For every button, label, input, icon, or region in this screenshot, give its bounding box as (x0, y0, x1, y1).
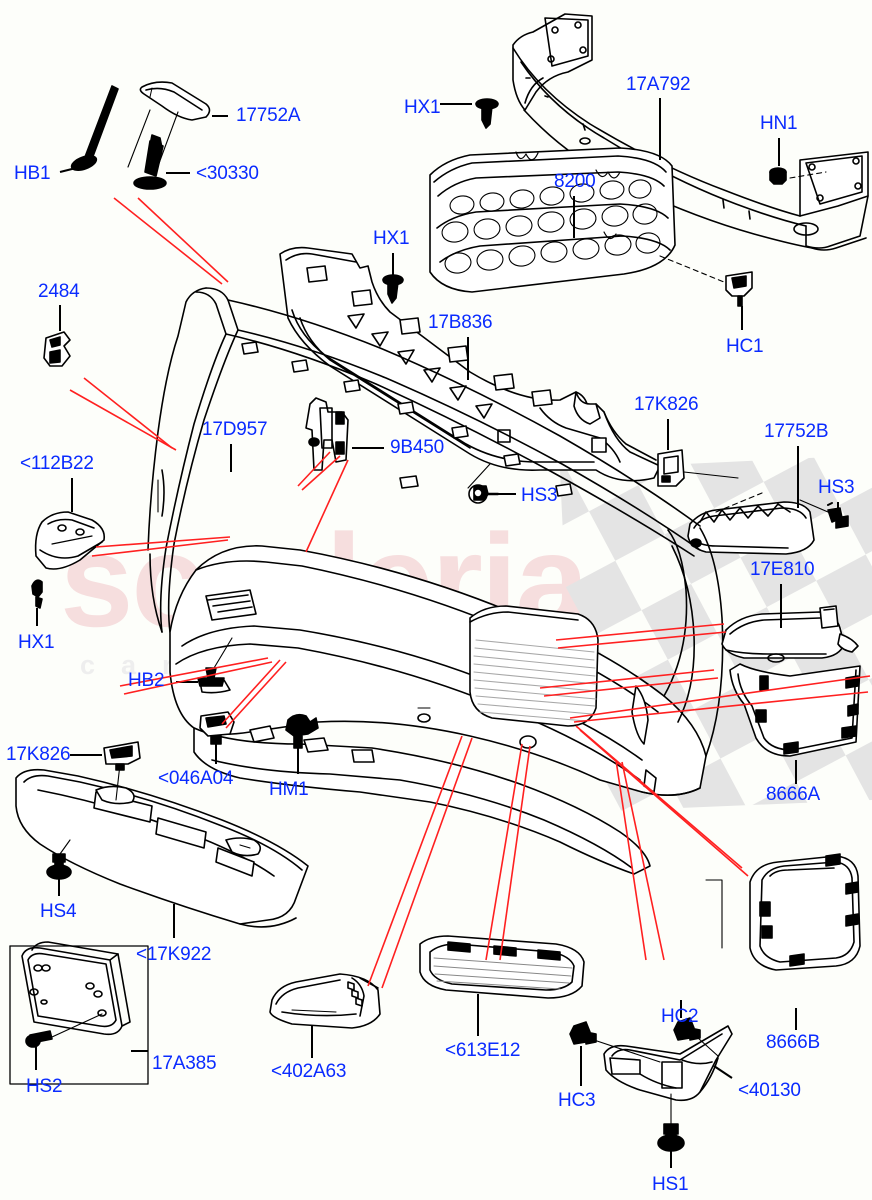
part-hs3-screw-left (468, 484, 500, 504)
label-17d957[interactable]: 17D957 (202, 419, 268, 440)
part-17d957-bumper-cover (147, 287, 724, 875)
part-hn1-nut (769, 167, 787, 185)
part-112b22-trim (34, 511, 106, 570)
label-17k922[interactable]: <17K922 (136, 944, 212, 965)
label-9b450[interactable]: 9B450 (390, 437, 444, 458)
part-hc3-clip (569, 1021, 597, 1045)
part-hx1-rivet-upper (475, 98, 499, 129)
label-046a04[interactable]: <046A04 (158, 768, 234, 789)
label-17b836[interactable]: 17B836 (428, 312, 493, 333)
label-17k826-a[interactable]: 17K826 (634, 394, 699, 415)
label-613e12[interactable]: <613E12 (445, 1040, 521, 1061)
part-613e12-lower-grille (419, 935, 585, 999)
part-hs1-screw (657, 1123, 685, 1152)
label-hc1[interactable]: HC1 (726, 336, 764, 357)
part-hc2-clip (673, 1017, 701, 1041)
part-8666a-fog-bezel (729, 663, 861, 757)
label-hs4[interactable]: HS4 (40, 901, 77, 922)
part-hm1-fastener (285, 713, 319, 749)
label-hs2[interactable]: HS2 (26, 1076, 63, 1097)
leader-lines-black (35, 98, 839, 1168)
label-hx1-a[interactable]: HX1 (404, 97, 441, 118)
part-17752a-headlamp-trim (139, 81, 211, 121)
label-30330[interactable]: <30330 (196, 163, 259, 184)
part-hs3-screw-right (827, 502, 849, 529)
part-hx1-rivet-lower (31, 579, 43, 609)
label-hb1[interactable]: HB1 (14, 163, 51, 184)
label-hn1[interactable]: HN1 (760, 113, 798, 134)
label-8666b[interactable]: 8666B (766, 1032, 820, 1053)
part-17a792-bumper-beam (512, 13, 869, 251)
label-17e810[interactable]: 17E810 (750, 559, 815, 580)
label-40130[interactable]: <40130 (738, 1080, 801, 1101)
part-17b836-upper-support (279, 246, 661, 489)
label-hs3-b[interactable]: HS3 (818, 477, 855, 498)
label-hm1[interactable]: HM1 (269, 779, 309, 800)
label-2484[interactable]: 2484 (38, 281, 80, 302)
label-17752a[interactable]: 17752A (236, 105, 301, 126)
label-8200[interactable]: 8200 (554, 171, 596, 192)
part-8666b-fog-bezel (705, 853, 861, 971)
part-17k826-bracket-lower (103, 741, 141, 771)
label-17a385[interactable]: 17A385 (152, 1053, 217, 1074)
label-17k826-b[interactable]: 17K826 (6, 744, 71, 765)
label-17a792[interactable]: 17A792 (626, 74, 691, 95)
part-hc1-clip (725, 271, 753, 307)
part-17k922-air-deflector (15, 768, 309, 928)
label-hs1[interactable]: HS1 (652, 1174, 689, 1195)
label-hc2[interactable]: HC2 (661, 1006, 699, 1027)
leader-lines-red (69, 197, 871, 989)
label-8666a[interactable]: 8666A (766, 784, 820, 805)
part-17a385-plate-bracket (21, 941, 131, 1036)
label-112b22[interactable]: <112B22 (20, 453, 94, 474)
part-9b450-bracket (305, 397, 349, 471)
part-17k826-bracket-upper (657, 449, 685, 487)
part-30330-screw (133, 134, 167, 190)
label-hx1-c[interactable]: HX1 (18, 632, 55, 653)
part-40130-bracket (603, 1025, 733, 1102)
part-046a04-clip (199, 711, 235, 745)
label-hs3-a[interactable]: HS3 (521, 485, 558, 506)
label-hx1-b[interactable]: HX1 (373, 228, 410, 249)
label-hc3[interactable]: HC3 (558, 1090, 596, 1111)
part-8200-radiator-grille (429, 147, 676, 293)
part-2484-bracket (43, 331, 71, 367)
label-402a63[interactable]: <402A63 (271, 1061, 347, 1082)
part-17e810-sensor-housing (721, 605, 859, 663)
label-hb2[interactable]: HB2 (128, 670, 165, 691)
label-17752b[interactable]: 17752B (764, 421, 829, 442)
